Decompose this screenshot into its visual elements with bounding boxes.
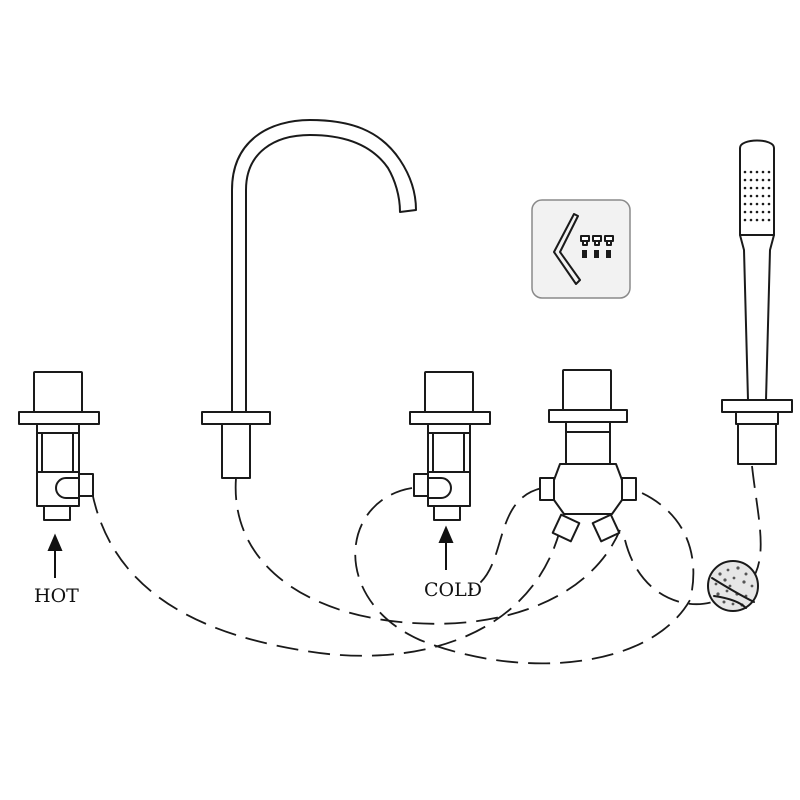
cold-valve	[409, 371, 491, 521]
mounting-screws-icon	[580, 235, 614, 258]
hot-valve	[18, 371, 100, 521]
hot-arrow	[47, 533, 63, 578]
hand-shower	[721, 139, 793, 465]
hose-spout-to-diverter	[234, 477, 621, 625]
cold-arrow	[438, 525, 454, 570]
cold-label: COLD	[424, 579, 482, 601]
hose-diverter-left-loop	[469, 487, 543, 591]
hose-cold-to-diverter	[354, 487, 695, 665]
allen-key-icon	[553, 213, 581, 285]
hot-label: HOT	[34, 585, 79, 607]
diverter-valve	[539, 369, 637, 543]
spout	[201, 119, 417, 479]
hose-to-handshower	[624, 539, 719, 606]
accessory-kit-panel	[531, 199, 631, 299]
spray-holes	[743, 170, 771, 222]
hose-weight-ball	[707, 560, 759, 612]
hose-hot-to-diverter	[91, 491, 561, 657]
